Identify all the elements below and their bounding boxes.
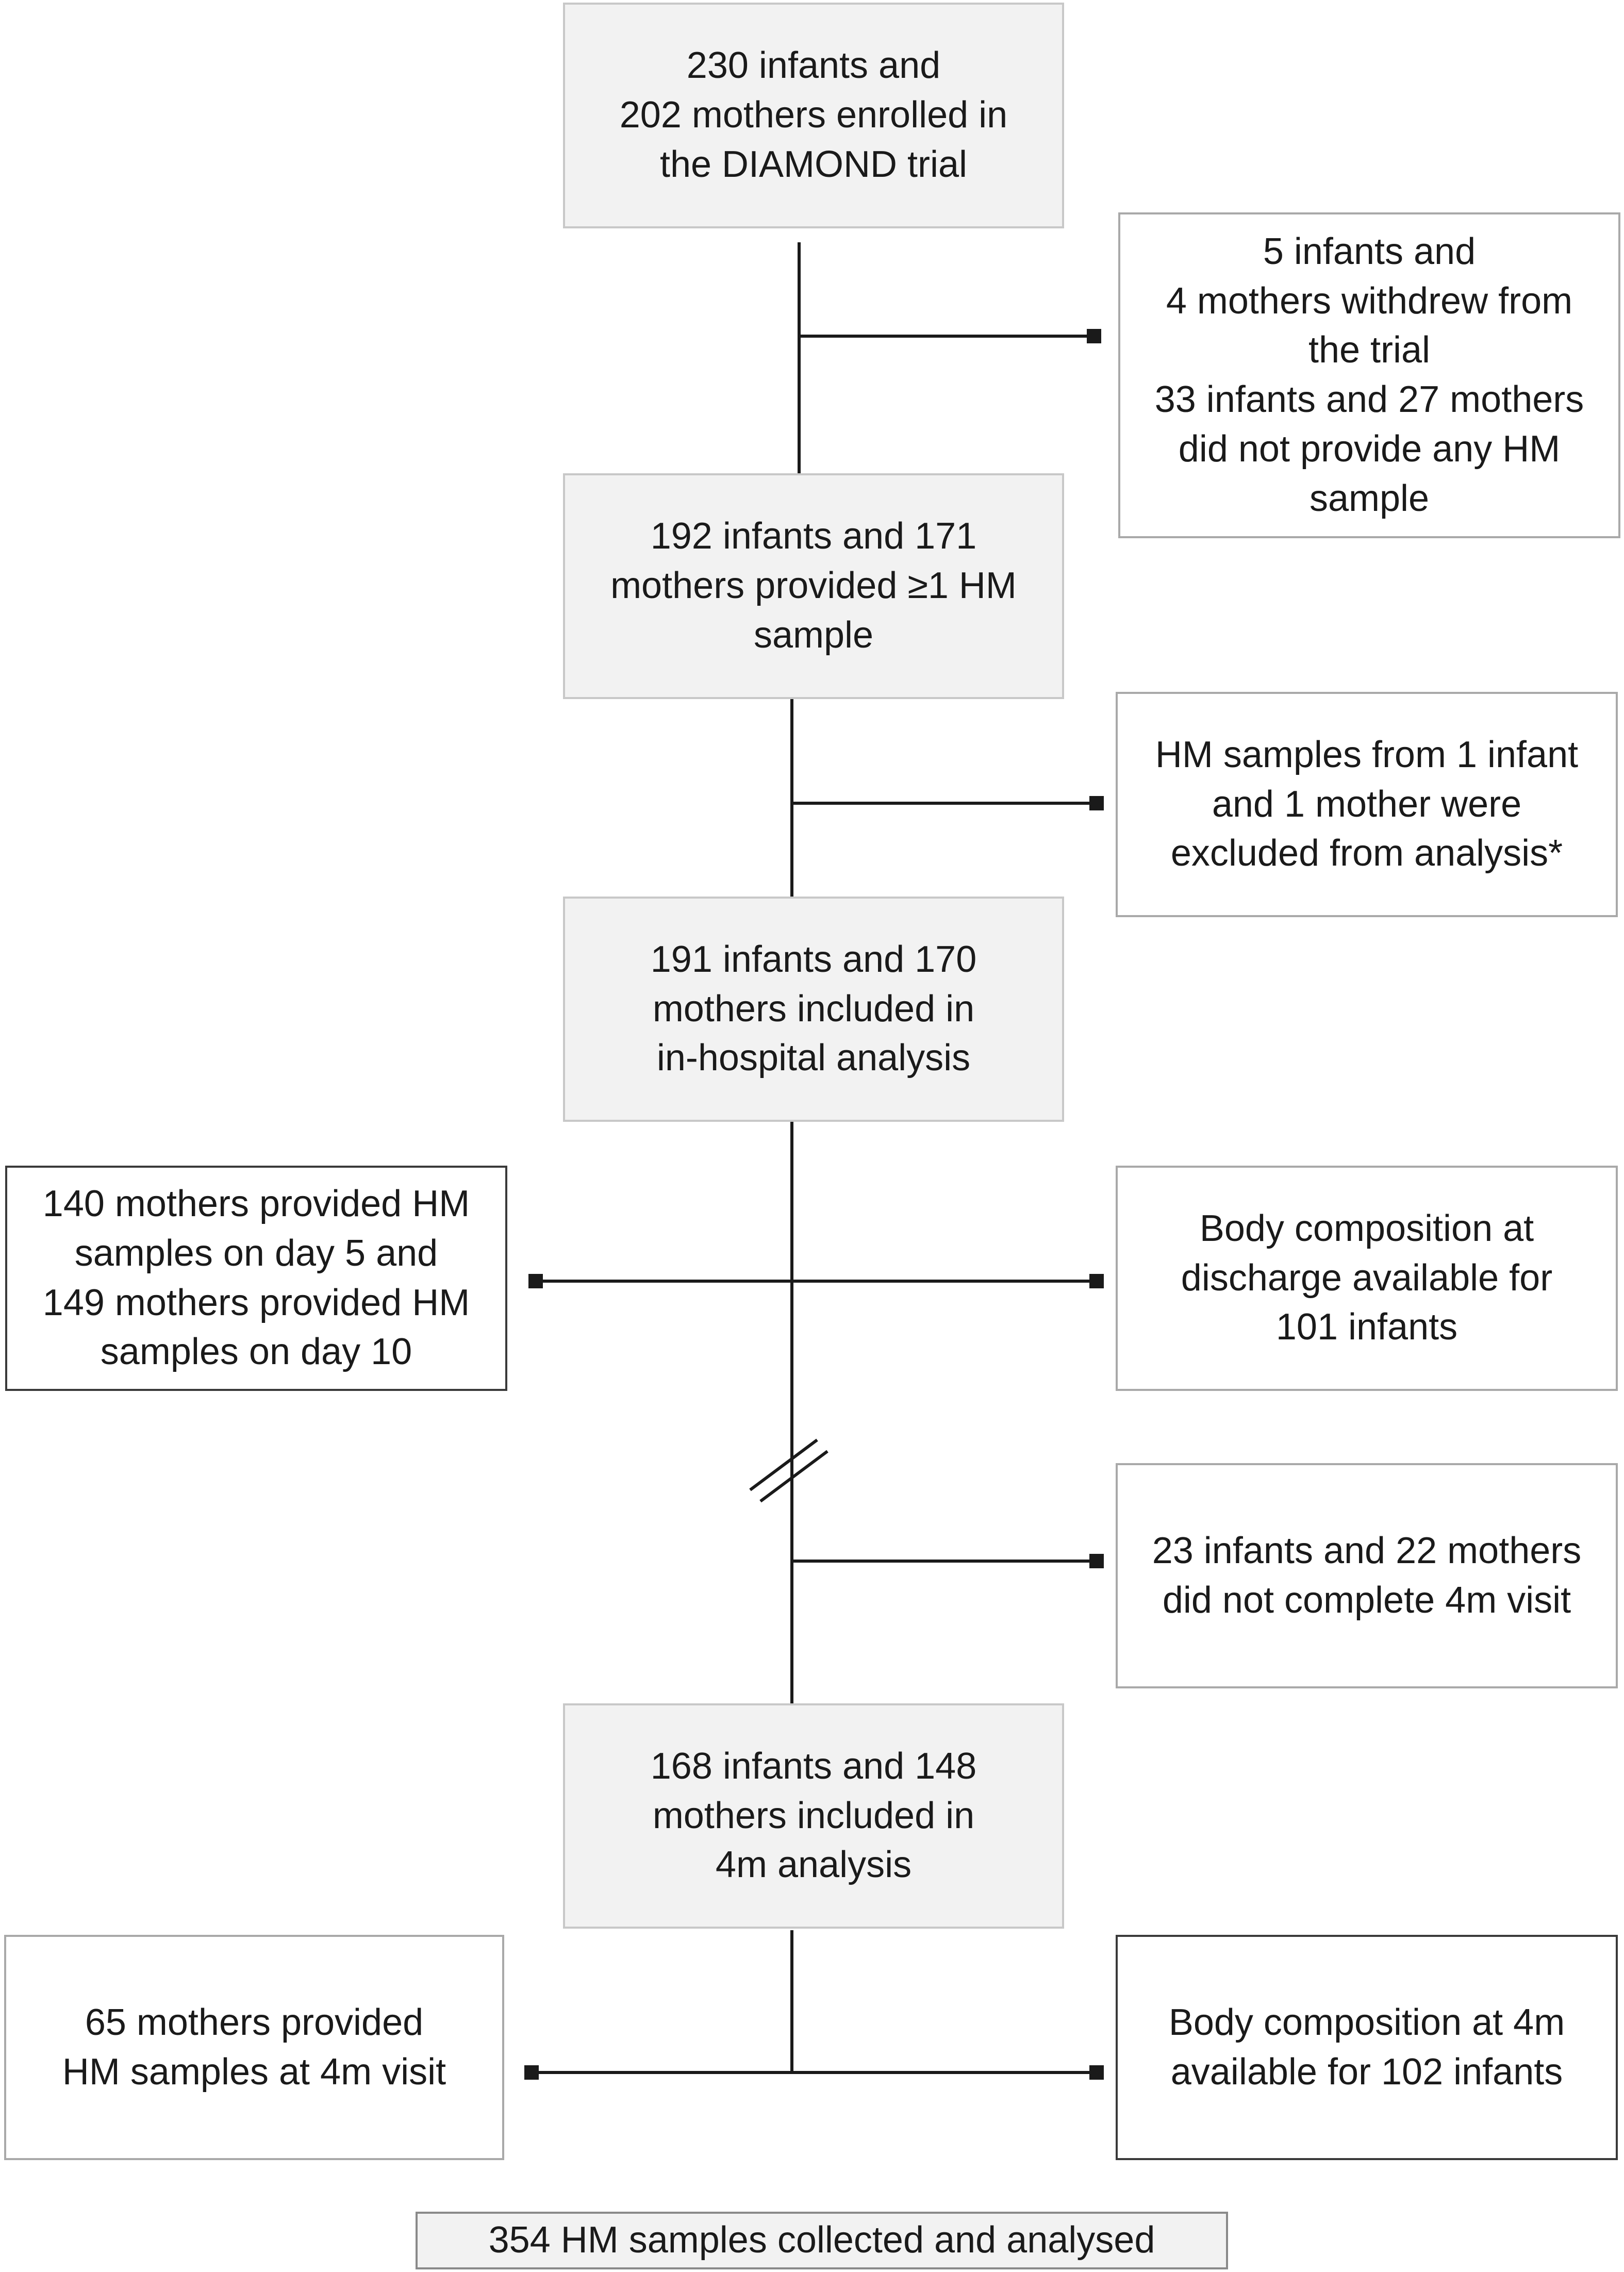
body-comp-discharge-text: Body composition at discharge available … — [1181, 1207, 1553, 1348]
arrowhead-excluded — [1089, 796, 1104, 810]
time-break-mark-2 — [759, 1450, 828, 1503]
analysis-4m-text: 168 infants and 148 mothers included in … — [650, 1745, 977, 1886]
day5-day10-box: 140 mothers provided HM samples on day 5… — [5, 1166, 507, 1391]
arrowhead-body-comp-4m — [1089, 2065, 1104, 2080]
body-comp-4m-box: Body composition at 4m available for 102… — [1116, 1935, 1618, 2160]
time-break-mark-1 — [749, 1438, 818, 1491]
withdrew-text: 5 infants and 4 mothers withdrew from th… — [1154, 230, 1584, 519]
enrolled-text: 230 infants and 202 mothers enrolled in … — [619, 45, 1008, 185]
arrowhead-hm-4m — [524, 2065, 539, 2080]
in-hospital-box: 191 infants and 170 mothers included in … — [563, 897, 1064, 1122]
arrowhead-not-complete-4m — [1089, 1554, 1104, 1568]
total-samples-box: 354 HM samples collected and analysed — [416, 2212, 1228, 2269]
provided-text: 192 infants and 171 mothers provided ≥1 … — [610, 516, 1017, 656]
not-complete-4m-box: 23 infants and 22 mothers did not comple… — [1116, 1463, 1618, 1688]
enrolled-box: 230 infants and 202 mothers enrolled in … — [563, 3, 1064, 228]
hm-4m-box: 65 mothers provided HM samples at 4m vis… — [4, 1935, 504, 2160]
withdrew-box: 5 infants and 4 mothers withdrew from th… — [1118, 212, 1620, 538]
provided-box: 192 infants and 171 mothers provided ≥1 … — [563, 473, 1064, 699]
analysis-4m-box: 168 infants and 148 mothers included in … — [563, 1703, 1064, 1929]
body-comp-discharge-box: Body composition at discharge available … — [1116, 1166, 1618, 1391]
arrowhead-day5-day10 — [528, 1274, 543, 1288]
total-samples-text: 354 HM samples collected and analysed — [488, 2219, 1155, 2261]
body-comp-4m-text: Body composition at 4m available for 102… — [1168, 2001, 1565, 2093]
in-hospital-text: 191 infants and 170 mothers included in … — [650, 938, 977, 1079]
excluded-text: HM samples from 1 infant and 1 mother we… — [1155, 734, 1579, 874]
day5-day10-text: 140 mothers provided HM samples on day 5… — [42, 1183, 470, 1373]
not-complete-4m-text: 23 infants and 22 mothers did not comple… — [1152, 1530, 1582, 1621]
hm-4m-text: 65 mothers provided HM samples at 4m vis… — [62, 2001, 446, 2093]
arrowhead-withdrew — [1087, 329, 1101, 343]
arrowhead-discharge — [1089, 1274, 1104, 1288]
excluded-box: HM samples from 1 infant and 1 mother we… — [1116, 692, 1618, 917]
